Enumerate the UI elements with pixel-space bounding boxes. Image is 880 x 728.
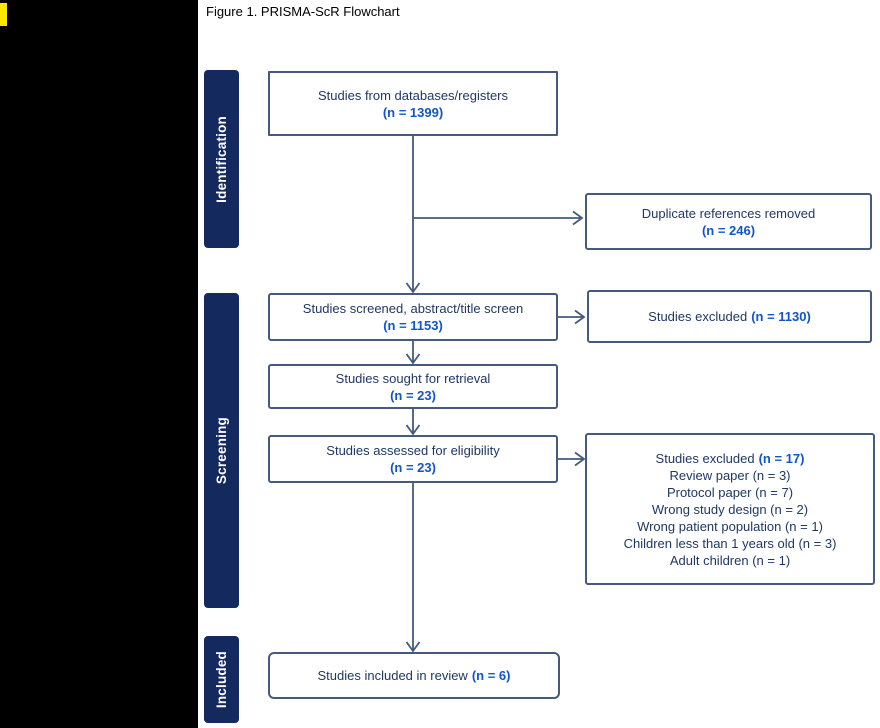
box-text-row: Studies included in review(n = 6) [318, 667, 511, 684]
box-text: Studies assessed for eligibility [326, 443, 500, 458]
arrowhead-included [405, 641, 421, 653]
stage-label-included: Included [204, 636, 239, 723]
exclusion-reason: Wrong patient population (n = 1) [637, 518, 823, 534]
corner-marker [0, 3, 7, 26]
box-text: Studies excluded [648, 309, 748, 324]
left-black-panel [0, 0, 198, 728]
stage-label-identification: Identification [204, 70, 239, 248]
box-text: Duplicate references removed [641, 205, 816, 221]
box-text: Studies screened, abstract/title screen [302, 301, 524, 316]
box-text-row: Studies excluded(n = 17) [656, 450, 805, 467]
box-text-row: Studies excluded(n = 1130) [648, 308, 811, 325]
exclusion-reason: Wrong study design (n = 2) [651, 501, 809, 517]
arrowhead-duplicates [572, 210, 584, 226]
box-studies-included-review: Studies included in review(n = 6) [268, 652, 560, 699]
box-count: (n = 23) [390, 460, 436, 475]
box-count: (n = 1399) [382, 104, 444, 120]
arrowhead-retrieval [405, 353, 421, 365]
box-studies-excluded-screen: Studies excluded(n = 1130) [587, 290, 872, 343]
arrowhead-excluded-screen [574, 309, 586, 325]
box-count: (n = 246) [701, 222, 756, 238]
box-studies-screened: Studies screened, abstract/title screen … [268, 293, 558, 341]
box-studies-assessed-eligibility: Studies assessed for eligibility (n = 23… [268, 435, 558, 483]
box-duplicate-references-removed: Duplicate references removed (n = 246) [585, 193, 872, 250]
box-count: (n = 6) [471, 668, 511, 683]
figure-title: Figure 1. PRISMA-ScR Flowchart [206, 4, 400, 19]
exclusion-reason: Review paper (n = 3) [669, 467, 791, 483]
box-text: Studies from databases/registers [317, 87, 509, 103]
arrowhead-eligibility [405, 424, 421, 436]
box-studies-excluded-eligibility: Studies excluded(n = 17) Review paper (n… [585, 433, 875, 585]
box-text: Studies excluded [655, 450, 755, 466]
box-count: (n = 1130) [751, 309, 811, 324]
stage-label-screening: Screening [204, 293, 239, 608]
exclusion-reason: Adult children (n = 1) [669, 552, 791, 568]
box-count: (n = 23) [390, 387, 436, 403]
arrowhead-screened [405, 282, 421, 294]
stage-label-text: Identification [214, 115, 229, 203]
box-studies-sought-retrieval: Studies sought for retrieval (n = 23) [268, 364, 558, 409]
arrowhead-excluded-full [574, 451, 586, 467]
box-text: Studies sought for retrieval [335, 370, 491, 386]
stage-label-text: Included [214, 650, 229, 709]
box-text: Studies included in review [317, 668, 468, 683]
box-studies-from-databases: Studies from databases/registers (n = 13… [268, 71, 558, 136]
exclusion-reason: Children less than 1 years old (n = 3) [623, 535, 837, 551]
exclusion-reason: Protocol paper (n = 7) [666, 484, 794, 500]
stage-label-text: Screening [214, 416, 229, 485]
box-count: (n = 17) [758, 450, 805, 466]
box-count: (n = 1153) [383, 318, 443, 333]
